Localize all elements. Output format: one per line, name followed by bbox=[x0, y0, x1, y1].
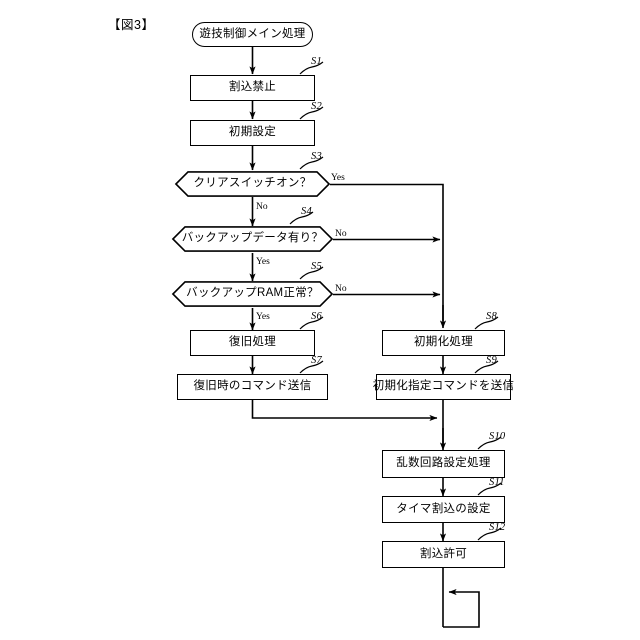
edge-label-s4-no: No bbox=[335, 229, 347, 239]
step-tag-s7: S7 bbox=[311, 355, 322, 366]
node-s12[interactable]: 割込許可 bbox=[382, 541, 505, 568]
edge-label-s5-no: No bbox=[335, 284, 347, 294]
node-s4-label: バックアップデータ有り？ bbox=[181, 232, 324, 245]
node-s1[interactable]: 割込禁止 bbox=[190, 75, 315, 101]
node-s3[interactable]: クリアスイッチオン？ bbox=[174, 171, 331, 197]
step-tag-s10: S10 bbox=[489, 431, 506, 442]
edge-label-s3-yes: Yes bbox=[331, 173, 345, 183]
node-s7[interactable]: 復旧時のコマンド送信 bbox=[177, 374, 328, 400]
edge-label-s5-yes: Yes bbox=[256, 312, 270, 322]
node-s6[interactable]: 復旧処理 bbox=[190, 330, 315, 356]
step-tag-s3: S3 bbox=[311, 151, 322, 162]
edge-s7-to-trunk bbox=[251, 400, 438, 422]
step-tag-s2: S2 bbox=[311, 101, 322, 112]
figure-label: 【図3】 bbox=[108, 18, 155, 32]
step-tag-s9: S9 bbox=[486, 355, 497, 366]
node-s5[interactable]: バックアップRAM正常？ bbox=[171, 281, 334, 307]
edge-loop-back bbox=[443, 588, 480, 628]
step-tag-s6: S6 bbox=[311, 311, 322, 322]
node-s4[interactable]: バックアップデータ有り？ bbox=[171, 226, 334, 252]
node-s5-label: バックアップRAM正常？ bbox=[186, 287, 319, 300]
node-start[interactable]: 遊技制御メイン処理 bbox=[192, 22, 313, 47]
node-s9[interactable]: 初期化指定コマンドを送信 bbox=[373, 374, 514, 400]
step-tag-s5: S5 bbox=[311, 261, 322, 272]
node-s8[interactable]: 初期化処理 bbox=[382, 330, 505, 356]
node-s11[interactable]: タイマ割込の設定 bbox=[382, 496, 505, 523]
step-tag-s4: S4 bbox=[301, 206, 312, 217]
edge-label-s4-yes: Yes bbox=[256, 257, 270, 267]
node-s10[interactable]: 乱数回路設定処理 bbox=[382, 450, 505, 478]
step-tag-s11: S11 bbox=[489, 477, 505, 488]
step-tag-s8: S8 bbox=[486, 311, 497, 322]
edge-label-s3-no: No bbox=[256, 202, 268, 212]
node-s2[interactable]: 初期設定 bbox=[190, 120, 315, 146]
node-s3-label: クリアスイッチオン？ bbox=[193, 177, 312, 190]
step-tag-s1: S1 bbox=[311, 56, 322, 67]
edge-s3-yes-to-trunk bbox=[330, 183, 444, 321]
step-tag-s12: S12 bbox=[489, 522, 506, 533]
